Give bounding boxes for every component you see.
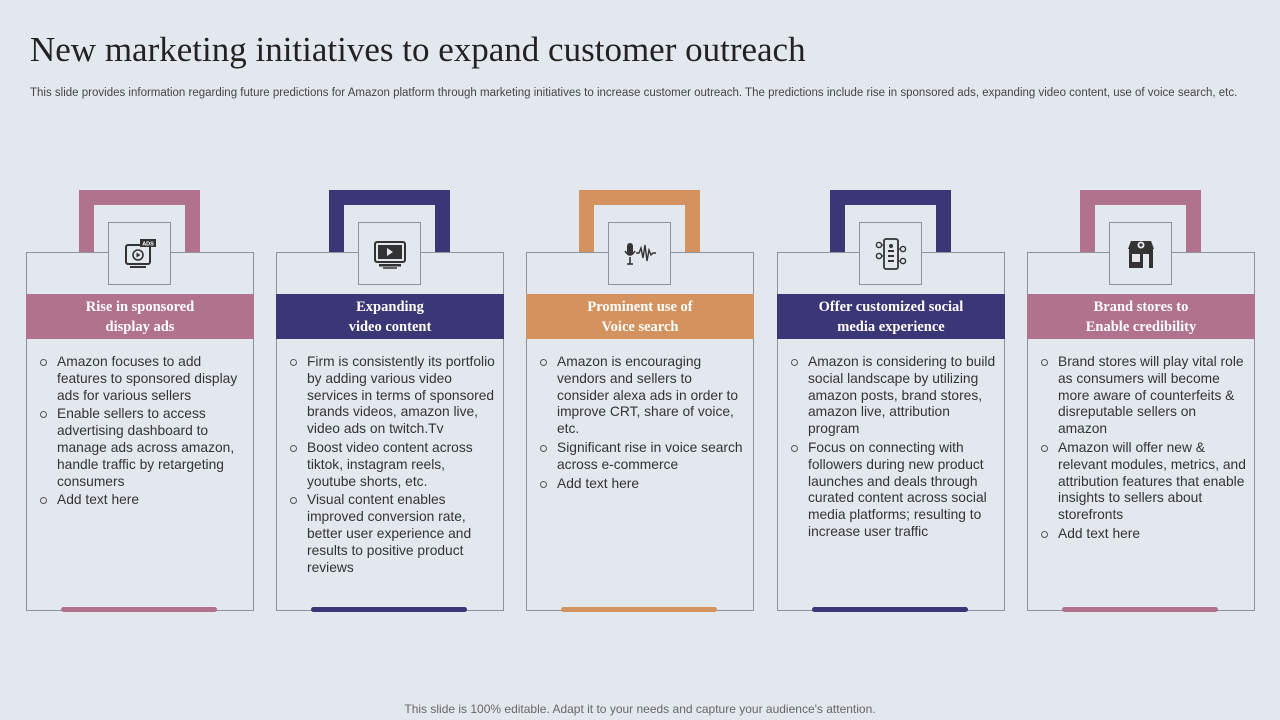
initiative-card: Offer customized social media experience…: [777, 190, 1005, 612]
footer-note: This slide is 100% editable. Adapt it to…: [404, 702, 876, 716]
bullet-circle-icon: [540, 480, 547, 488]
svg-text:ADS: ADS: [142, 241, 154, 247]
ads-video-icon: ADS: [108, 222, 171, 285]
bullet-circle-icon: [791, 359, 798, 366]
mobile-network-icon: [859, 222, 922, 285]
bullet-circle-icon: [40, 497, 47, 505]
bullet-circle-icon: [290, 497, 297, 505]
card-header: Brand stores to Enable credibility: [1027, 294, 1255, 339]
bullet-text: Brand stores will play vital role as con…: [1058, 354, 1244, 437]
bullet-text: Visual content enables improved conversi…: [307, 492, 472, 575]
bullet-circle-icon: [791, 444, 798, 452]
page-subtitle: This slide provides information regardin…: [30, 87, 1238, 99]
bullet-item: Brand stores will play vital role as con…: [1041, 354, 1247, 438]
video-monitor-icon: [358, 222, 421, 285]
bullet-circle-icon: [290, 444, 297, 452]
bullet-circle-icon: [540, 359, 547, 366]
bullet-text: Enable sellers to access advertising das…: [57, 406, 235, 489]
bullet-circle-icon: [1041, 444, 1048, 452]
microphone-icon: [608, 222, 671, 285]
card-accent-bar: [61, 607, 217, 612]
bullet-text: Amazon focuses to add features to sponso…: [57, 354, 238, 403]
bullet-circle-icon: [540, 444, 547, 452]
bullet-item: Amazon is encouraging vendors and seller…: [540, 354, 746, 438]
bullet-item: Amazon is considering to build social la…: [791, 354, 997, 438]
bullet-item: Amazon focuses to add features to sponso…: [40, 354, 246, 404]
bullet-text: Firm is consistently its portfolio by ad…: [307, 354, 495, 437]
bullet-circle-icon: [1041, 359, 1048, 366]
bullet-item: Enable sellers to access advertising das…: [40, 406, 246, 490]
card-header: Prominent use of Voice search: [526, 294, 754, 339]
card-bullet-list: Brand stores will play vital role as con…: [1041, 354, 1247, 545]
bullet-text: Amazon will offer new & relevant modules…: [1058, 439, 1246, 523]
card-header: Expanding video content: [276, 294, 504, 339]
bullet-circle-icon: [290, 359, 297, 366]
bullet-item: Firm is consistently its portfolio by ad…: [290, 354, 496, 438]
bullet-text: Amazon is considering to build social la…: [808, 354, 996, 437]
card-header: Rise in sponsored display ads: [26, 294, 254, 339]
bullet-item: Significant rise in voice search across …: [540, 440, 746, 474]
bullet-item: Amazon will offer new & relevant modules…: [1041, 440, 1247, 524]
card-accent-bar: [1062, 607, 1218, 612]
card-bullet-list: Amazon is encouraging vendors and seller…: [540, 354, 746, 494]
card-bullet-list: Amazon is considering to build social la…: [791, 354, 997, 543]
bullet-text: Add text here: [1058, 525, 1141, 541]
store-icon: [1109, 222, 1172, 285]
bullet-item: Focus on connecting with followers durin…: [791, 440, 997, 541]
bullet-circle-icon: [40, 411, 47, 419]
card-accent-bar: [561, 607, 717, 612]
bullet-item: Add text here: [40, 492, 246, 509]
bullet-text: Boost video content across tiktok, insta…: [307, 439, 473, 489]
bullet-text: Focus on connecting with followers durin…: [808, 439, 987, 539]
card-accent-bar: [812, 607, 968, 612]
card-header: Offer customized social media experience: [777, 294, 1005, 339]
page-title: New marketing initiatives to expand cust…: [30, 30, 806, 69]
bullet-text: Amazon is encouraging vendors and seller…: [557, 354, 738, 437]
bullet-item: Add text here: [540, 476, 746, 493]
card-bullet-list: Amazon focuses to add features to sponso…: [40, 354, 246, 511]
bullet-circle-icon: [40, 359, 47, 366]
bullet-circle-icon: [1041, 530, 1048, 538]
card-bullet-list: Firm is consistently its portfolio by ad…: [290, 354, 496, 578]
bullet-text: Add text here: [57, 492, 140, 508]
bullet-item: Visual content enables improved conversi…: [290, 492, 496, 576]
card-accent-bar: [311, 607, 467, 612]
bullet-item: Add text here: [1041, 526, 1247, 543]
bullet-item: Boost video content across tiktok, insta…: [290, 440, 496, 490]
bullet-text: Significant rise in voice search across …: [557, 439, 743, 472]
bullet-text: Add text here: [557, 475, 640, 491]
